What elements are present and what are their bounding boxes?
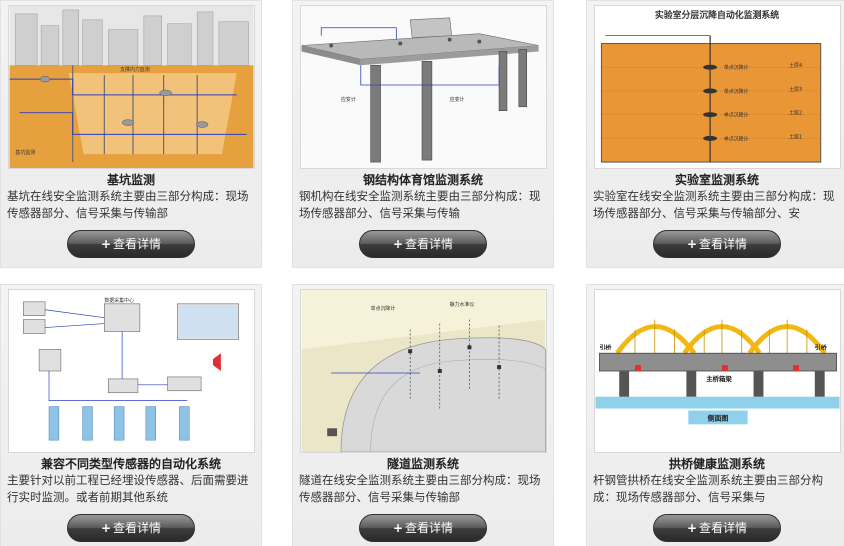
view-details-button[interactable]: +查看详情 bbox=[653, 514, 781, 542]
plus-icon: + bbox=[686, 521, 698, 535]
svg-text:土层4: 土层4 bbox=[789, 62, 802, 69]
card-title: 基坑监测 bbox=[106, 173, 155, 187]
card-description: 隧道在线安全监测系统主要由三部分构成：现场传感器部分、信号采集与传输部 bbox=[299, 473, 541, 504]
card-title: 兼容不同类型传感器的自动化系统 bbox=[40, 457, 221, 471]
view-details-button[interactable]: +查看详情 bbox=[67, 514, 195, 542]
button-label: 查看详情 bbox=[699, 237, 748, 251]
card-title: 钢结构体育馆监测系统 bbox=[362, 173, 483, 187]
view-details-button[interactable]: +查看详情 bbox=[67, 230, 195, 258]
card-laboratory: 实验室分层沉降自动化监测系统 单点沉降计 单点沉降计 单点沉降计 单点沉降计 土… bbox=[586, 0, 844, 268]
lab-settlement-diagram[interactable]: 实验室分层沉降自动化监测系统 单点沉降计 单点沉降计 单点沉降计 单点沉降计 土… bbox=[594, 5, 841, 169]
foundation-pit-diagram[interactable]: 支撑内力监测 基坑监测 bbox=[8, 5, 255, 169]
svg-text:土层2: 土层2 bbox=[789, 110, 802, 117]
svg-text:基坑监测: 基坑监测 bbox=[15, 149, 35, 156]
card-description: 实验室在线安全监测系统主要由三部分构成：现场传感器部分、信号采集与传输部分、安 bbox=[593, 189, 835, 220]
card-title: 隧道监测系统 bbox=[386, 457, 459, 471]
svg-text:土层3: 土层3 bbox=[789, 86, 802, 93]
svg-text:单点沉降计: 单点沉降计 bbox=[724, 135, 749, 142]
button-label: 查看详情 bbox=[405, 237, 454, 251]
view-details-button[interactable]: +查看详情 bbox=[359, 230, 487, 258]
svg-text:单点沉降计: 单点沉降计 bbox=[371, 305, 396, 312]
card-description: 基坑在线安全监测系统主要由三部分构成：现场传感器部分、信号采集与传输部 bbox=[7, 189, 249, 220]
plus-icon: + bbox=[100, 237, 112, 251]
plus-icon: + bbox=[100, 521, 112, 535]
automation-system-diagram[interactable]: 数据采集中心 bbox=[8, 289, 255, 453]
arch-bridge-diagram[interactable]: 引桥 引桥 主桥箱梁 侧面图 bbox=[594, 289, 841, 453]
card-steel-stadium: 应变计 应变计 钢结构体育馆监测系统 钢机构在线安全监测系统主要由三部分构成：现… bbox=[292, 0, 554, 268]
button-label: 查看详情 bbox=[699, 521, 748, 535]
lab-figure-title: 实验室分层沉降自动化监测系统 bbox=[655, 9, 779, 21]
button-label: 查看详情 bbox=[113, 521, 162, 535]
svg-text:静力水准仪: 静力水准仪 bbox=[450, 301, 475, 308]
card-compatible-sensors: 数据采集中心 兼容不同类型传感器的自动化系统 主要针对以前工程已经埋设传感器、后… bbox=[0, 284, 262, 546]
card-description: 杆钢管拱桥在线安全监测系统主要由三部分构成：现场传感器部分、信号采集与 bbox=[593, 473, 823, 504]
card-description: 主要针对以前工程已经埋设传感器、后面需要进行实时监测。或者前期其他系统 bbox=[7, 473, 249, 504]
plus-icon: + bbox=[392, 237, 404, 251]
bridge-right-label: 引桥 bbox=[815, 343, 827, 351]
bridge-left-label: 引桥 bbox=[599, 343, 611, 351]
plus-icon: + bbox=[392, 521, 404, 535]
svg-text:应变计: 应变计 bbox=[341, 96, 356, 103]
svg-text:单点沉降计: 单点沉降计 bbox=[724, 64, 749, 71]
svg-text:应变计: 应变计 bbox=[450, 96, 465, 103]
bridge-side-label: 侧面图 bbox=[707, 413, 729, 422]
button-label: 查看详情 bbox=[405, 521, 454, 535]
steel-structure-diagram[interactable]: 应变计 应变计 bbox=[300, 5, 547, 169]
view-details-button[interactable]: +查看详情 bbox=[653, 230, 781, 258]
svg-text:土层1: 土层1 bbox=[789, 133, 802, 140]
svg-text:单点沉降计: 单点沉降计 bbox=[724, 112, 749, 119]
svg-text:数据采集中心: 数据采集中心 bbox=[104, 297, 134, 304]
card-foundation-pit: 支撑内力监测 基坑监测 基坑监测 基坑在线安全监测系统主要由三部分构成：现场传感… bbox=[0, 0, 262, 268]
card-title: 拱桥健康监测系统 bbox=[668, 457, 765, 471]
card-description: 钢机构在线安全监测系统主要由三部分构成：现场传感器部分、信号采集与传输 bbox=[299, 189, 541, 220]
bridge-beam-label: 主桥箱梁 bbox=[706, 374, 732, 383]
card-title: 实验室监测系统 bbox=[674, 173, 759, 187]
button-label: 查看详情 bbox=[113, 237, 162, 251]
view-details-button[interactable]: +查看详情 bbox=[359, 514, 487, 542]
plus-icon: + bbox=[686, 237, 698, 251]
tunnel-diagram[interactable]: 单点沉降计 静力水准仪 bbox=[300, 289, 547, 453]
card-arch-bridge: 引桥 引桥 主桥箱梁 侧面图 拱桥健康监测系统 杆钢管拱桥在线安全监测系统主要由… bbox=[586, 284, 844, 546]
svg-text:支撑内力监测: 支撑内力监测 bbox=[120, 66, 150, 73]
svg-text:单点沉降计: 单点沉降计 bbox=[724, 88, 749, 95]
card-tunnel: 单点沉降计 静力水准仪 隧道监测系统 隧道在线安全监测系统主要由三部分构成：现场… bbox=[292, 284, 554, 546]
